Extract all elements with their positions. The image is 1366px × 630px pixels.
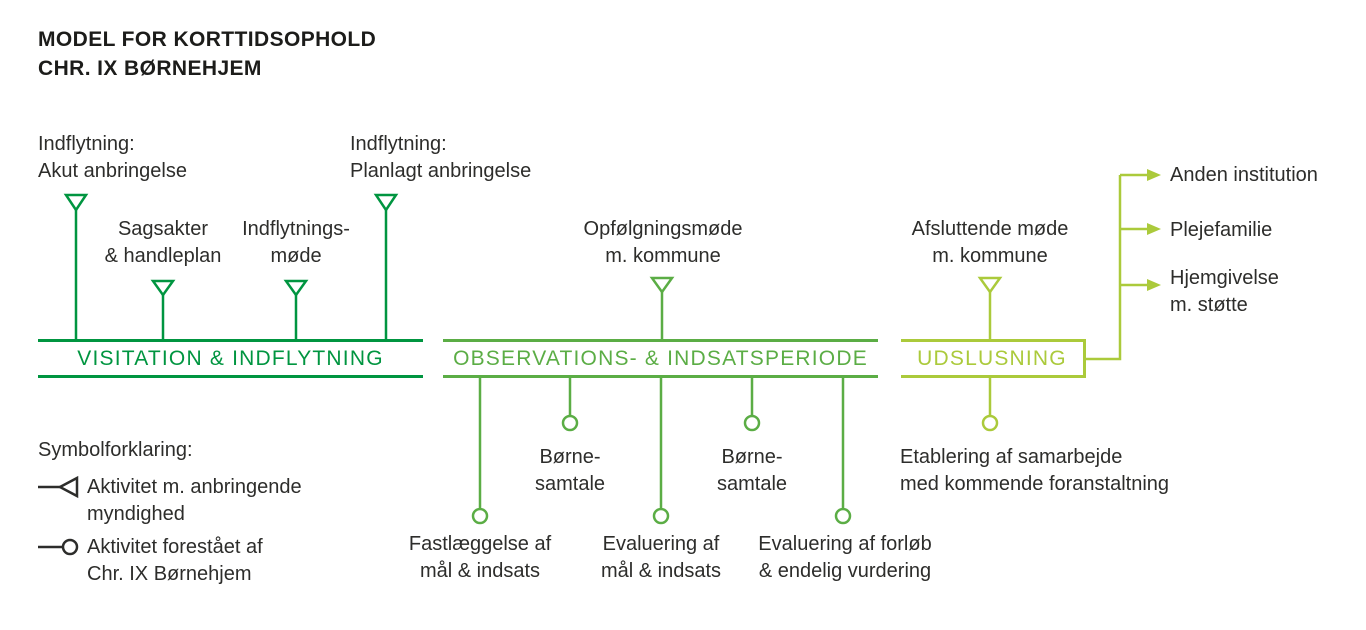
arrow-right-icon bbox=[1147, 169, 1161, 181]
flag-marker-indflytningsmoede bbox=[283, 279, 309, 340]
arrow-right-icon bbox=[1147, 279, 1161, 291]
phase-label-observations: OBSERVATIONS- & INDSATSPERIODE bbox=[453, 346, 868, 370]
phase-label-visitation: VISITATION & INDFLYTNING bbox=[77, 346, 384, 370]
circle-marker-boernesamtale-1 bbox=[561, 377, 579, 432]
outcome-label-plejefamilie: Plejefamilie bbox=[1170, 219, 1273, 241]
event-label-boernesamtale-1: Børne- samtale bbox=[534, 446, 606, 495]
legend-heading: Symbolforklaring: bbox=[38, 439, 193, 461]
event-label-etablering-samarbejde: Etablering af samarbejde med kommende fo… bbox=[900, 446, 1170, 495]
event-label-planlagt-anbringelse: Indflytning: Planlagt anbringelse bbox=[350, 133, 532, 182]
event-label-akut-anbringelse: Indflytning: Akut anbringelse bbox=[38, 133, 187, 182]
event-label-opfoelgningsmoede: Opfølgningsmøde m. kommune bbox=[583, 218, 743, 267]
flag-marker-planlagt-anbringelse bbox=[373, 193, 399, 340]
event-label-evaluering-maal: Evaluering af mål & indsats bbox=[600, 533, 722, 582]
phase-bar-observations-indsatsperiode: OBSERVATIONS- & INDSATSPERIODE bbox=[443, 339, 878, 378]
event-label-afsluttende-moede: Afsluttende møde m. kommune bbox=[911, 218, 1069, 267]
flag-marker-akut-anbringelse bbox=[63, 193, 89, 340]
circle-marker-evaluering-forloeb bbox=[834, 377, 852, 525]
phase-bar-udslusning: UDSLUSNING bbox=[901, 339, 1086, 378]
diagram-title: MODEL FOR KORTTIDSOPHOLD CHR. IX BØRNEHJ… bbox=[38, 28, 377, 80]
event-label-boernesamtale-2: Børne- samtale bbox=[716, 446, 788, 495]
circle-marker-boernesamtale-2 bbox=[743, 377, 761, 432]
circle-marker-evaluering-maal bbox=[652, 377, 670, 525]
arrow-right-icon bbox=[1147, 223, 1161, 235]
circle-icon bbox=[38, 538, 79, 556]
flag-marker-afsluttende-moede bbox=[977, 276, 1003, 340]
legend-item-anbringende-myndighed: Aktivitet m. anbringende myndighed bbox=[87, 476, 302, 525]
outcome-branch-connector bbox=[1086, 173, 1147, 361]
event-label-fastlaeggelse: Fastlæggelse af mål & indsats bbox=[408, 533, 552, 582]
phase-label-udslusning: UDSLUSNING bbox=[917, 346, 1067, 370]
phase-bar-visitation-indflytning: VISITATION & INDFLYTNING bbox=[38, 339, 423, 378]
flag-marker-opfoelgningsmoede bbox=[649, 276, 675, 340]
event-label-evaluering-forloeb: Evaluering af forløb & endelig vurdering bbox=[758, 533, 932, 582]
flag-icon bbox=[38, 475, 79, 499]
circle-marker-fastlaeggelse bbox=[471, 377, 489, 525]
event-label-sagsakter-handleplan: Sagsakter & handleplan bbox=[104, 218, 222, 267]
legend-item-chr-ix-boernehjem: Aktivitet forestået af Chr. IX Børnehjem bbox=[87, 536, 263, 585]
circle-marker-etablering-samarbejde bbox=[981, 377, 999, 432]
flag-marker-sagsakter-handleplan bbox=[150, 279, 176, 340]
event-label-indflytningsmoede: Indflytnings- møde bbox=[242, 218, 350, 267]
outcome-label-anden-institution: Anden institution bbox=[1170, 164, 1318, 186]
outcome-label-hjemgivelse: Hjemgivelse m. støtte bbox=[1170, 267, 1279, 316]
